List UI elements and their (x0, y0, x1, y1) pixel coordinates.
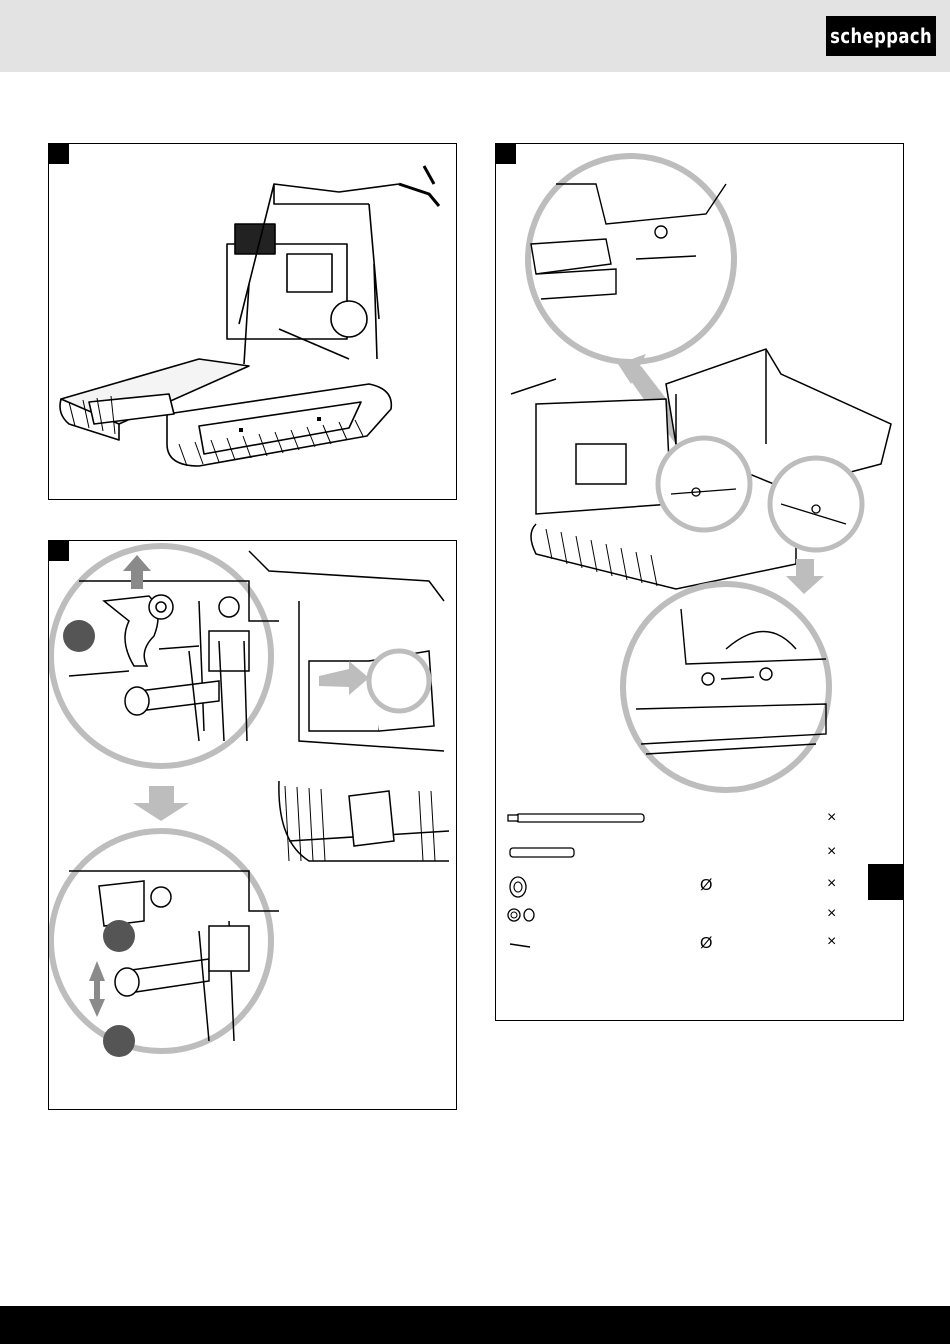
marker-dot (103, 920, 135, 952)
brand-logo: scheppach (826, 16, 936, 56)
marker-dot (63, 620, 95, 652)
figure-3-panel: × × Ø × × (495, 143, 904, 1021)
parts-list-row: × (504, 905, 894, 931)
figure-2-panel (48, 540, 457, 1110)
part-quantity-sign: × (827, 875, 836, 893)
parts-list: × × Ø × × (504, 809, 894, 959)
arrow-down-icon (133, 786, 189, 821)
nut-washer-icon (504, 905, 544, 925)
parts-list-row: Ø × (504, 933, 894, 959)
parts-list-row: Ø × (504, 875, 894, 901)
marker-dot (103, 1025, 135, 1057)
figure-1-panel (48, 143, 457, 500)
header-band (0, 0, 950, 72)
part-quantity-sign: × (827, 933, 836, 951)
part-diameter: Ø (700, 877, 712, 895)
footer-band (0, 1306, 950, 1344)
cotter-pin-icon (504, 933, 544, 953)
bucket-mounting-illustration (496, 144, 902, 804)
tracked-dumper-illustration (49, 144, 455, 498)
parts-list-row: × (504, 843, 894, 869)
part-quantity-sign: × (827, 809, 836, 827)
lever-adjustment-illustration (49, 541, 455, 1108)
part-quantity-sign: × (827, 905, 836, 923)
long-pin-icon (504, 809, 654, 829)
part-diameter: Ø (700, 935, 712, 953)
parts-list-row: × (504, 809, 894, 835)
short-pin-icon (504, 843, 584, 863)
part-quantity-sign: × (827, 843, 836, 861)
washer-icon (504, 875, 534, 899)
section-tab (868, 864, 904, 900)
detail-circle-bottom (623, 584, 829, 790)
